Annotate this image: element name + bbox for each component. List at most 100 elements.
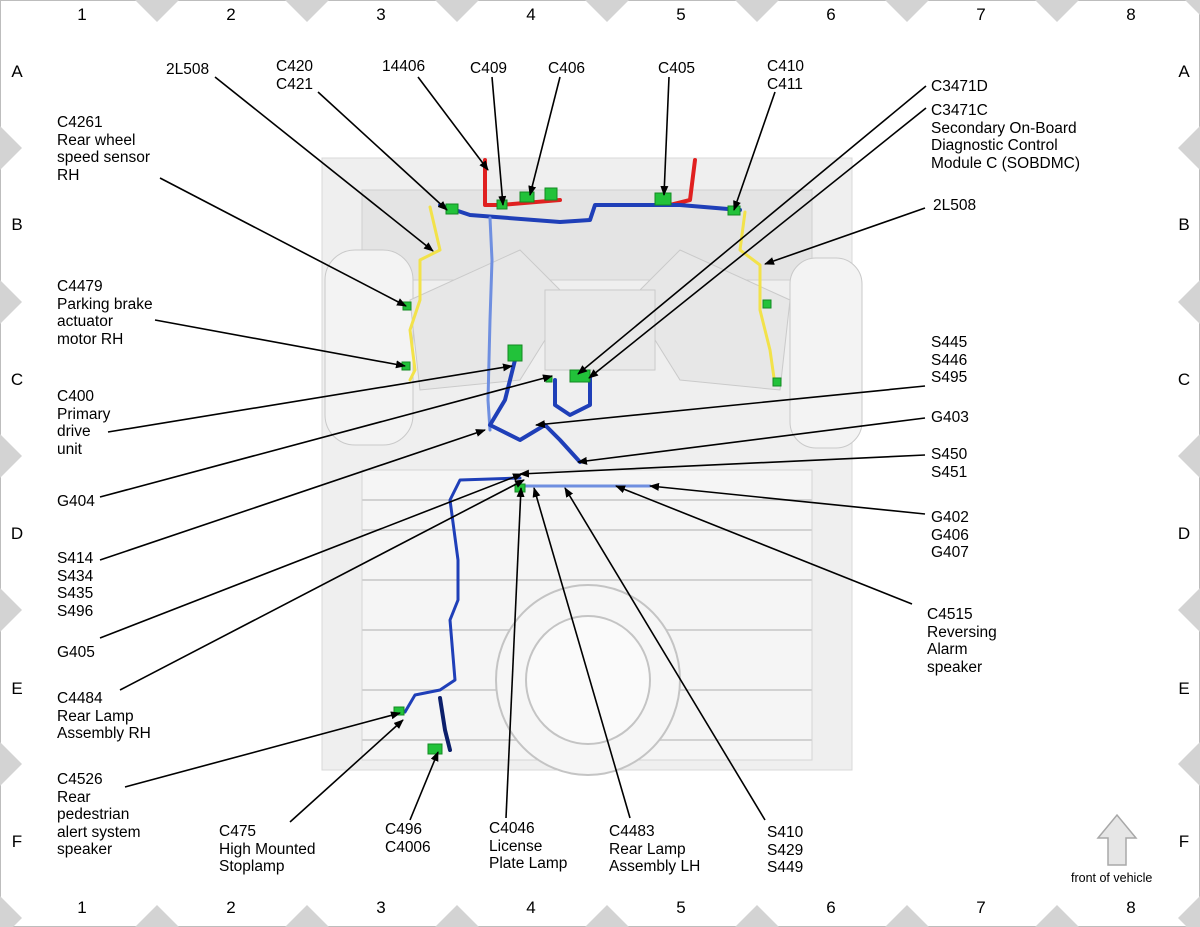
label-c406: C406 [548,60,586,77]
border-marker-top [885,0,929,22]
leader-c4483 [532,487,631,819]
connector-c405 [654,192,672,206]
label-14406: 14406 [382,58,426,75]
leader-c4515 [615,485,913,605]
border-marker-right [1178,588,1200,632]
connector-c420 [445,203,459,215]
connector-c4484 [514,483,526,493]
label-c409: C409 [470,60,508,77]
border-marker-bottom [435,905,479,927]
leader-s414 [99,429,486,561]
rear-wheel-rh [324,249,414,446]
label-c3471c-sobdmc: C3471C Secondary On-Board Diagnostic Con… [931,102,1080,172]
harness-rear-rh [403,476,522,714]
harness-yellow-lh [738,210,777,387]
grid-col-top-4: 4 [526,5,536,24]
grid-row-left-c: C [10,370,24,389]
label-c4046: C4046 License Plate Lamp [489,820,568,872]
border-marker-top [435,0,479,22]
grid-col-bottom-5: 5 [676,898,686,917]
leader-c496 [409,751,439,821]
leader-c4526 [124,711,401,788]
leader-c3471c [588,107,927,379]
label-c420-c421: C420 C421 [276,58,314,93]
leader-lines [99,76,927,823]
border-marker-left [0,126,22,170]
grid-col-bottom-1: 1 [77,898,87,917]
leader-2l508-top [214,76,434,252]
grid-row-right-f: F [1178,832,1190,851]
border-marker-right [1178,434,1200,478]
label-c4484: C4484 Rear Lamp Assembly RH [57,690,151,742]
connector-14406 [544,187,558,201]
leader-s445 [535,385,926,429]
border-marker-left [0,896,22,927]
label-c4483: C4483 Rear Lamp Assembly LH [609,823,701,875]
label-c405: C405 [658,60,696,77]
leader-c420 [317,91,448,211]
grid-col-top-2: 2 [226,5,236,24]
leader-c475 [289,719,404,823]
grid-row-right-a: A [1178,62,1190,81]
leader-g404 [99,374,553,498]
harness-sobdmc [553,376,592,417]
grid-col-bottom-2: 2 [226,898,236,917]
connector-c406 [519,191,535,203]
border-marker-top [1035,0,1079,22]
grid-col-bottom-8: 8 [1126,898,1136,917]
border-marker-bottom [885,905,929,927]
connector-c496 [427,743,443,755]
connector-c410 [727,205,741,216]
harness-center [488,358,582,464]
border-marker-top [285,0,329,22]
harness-main-upper [438,203,742,224]
front-of-vehicle-label: front of vehicle [1071,871,1153,885]
grid-col-top-1: 1 [77,5,87,24]
leader-c4261 [159,177,407,307]
grid-row-left-b: B [11,215,23,234]
label-c4479: C4479 Parking brake actuator motor RH [57,278,153,348]
connector-c4479-lh [772,377,782,387]
label-2l508-top: 2L508 [166,61,210,78]
label-c4526: C4526 Rear pedestrian alert system speak… [57,771,141,858]
label-g405: G405 [57,644,95,661]
leader-c410 [733,91,776,211]
leader-14406 [417,76,489,171]
grid-col-bottom-4: 4 [526,898,536,917]
leader-c405 [660,76,670,196]
grid-col-top-6: 6 [826,5,836,24]
chassis-illustration [321,157,863,776]
connector-2l508-right [762,299,772,309]
border-marker-left [0,434,22,478]
grid-row-right-b: B [1178,215,1190,234]
leader-c4484 [119,479,525,691]
border-marker-right [1178,280,1200,324]
grid-row-left-f: F [11,832,23,851]
grid-row-left-a: A [11,62,23,81]
border-marker-bottom [135,905,179,927]
border-marker-top [1185,0,1200,15]
grid-row-right-d: D [1177,524,1191,543]
leader-g403 [577,417,926,465]
leader-c4479 [154,319,406,369]
label-g403: G403 [931,409,969,426]
border-marker-bottom [735,905,779,927]
harness-light-blue [486,216,494,432]
border-marker-left [0,588,22,632]
border-marker-bottom [585,905,629,927]
leader-s410 [564,487,766,821]
label-c3471d: C3471D [931,78,988,95]
label-2l508-right: 2L508 [933,197,977,214]
leader-2l508-right [764,207,926,265]
grid-row-right-c: C [1177,370,1191,389]
leader-g402 [649,482,926,515]
border-marker-top [585,0,629,22]
label-s450-s451: S450 S451 [931,446,968,481]
label-c4261: C4261 Rear wheel speed sensor RH [57,114,151,184]
harness-stoplamp [438,696,452,752]
border-marker-left [0,280,22,324]
leader-c3471d [577,85,927,375]
harness-yellow-rh [408,205,442,382]
grid-row-left-e: E [11,679,23,698]
